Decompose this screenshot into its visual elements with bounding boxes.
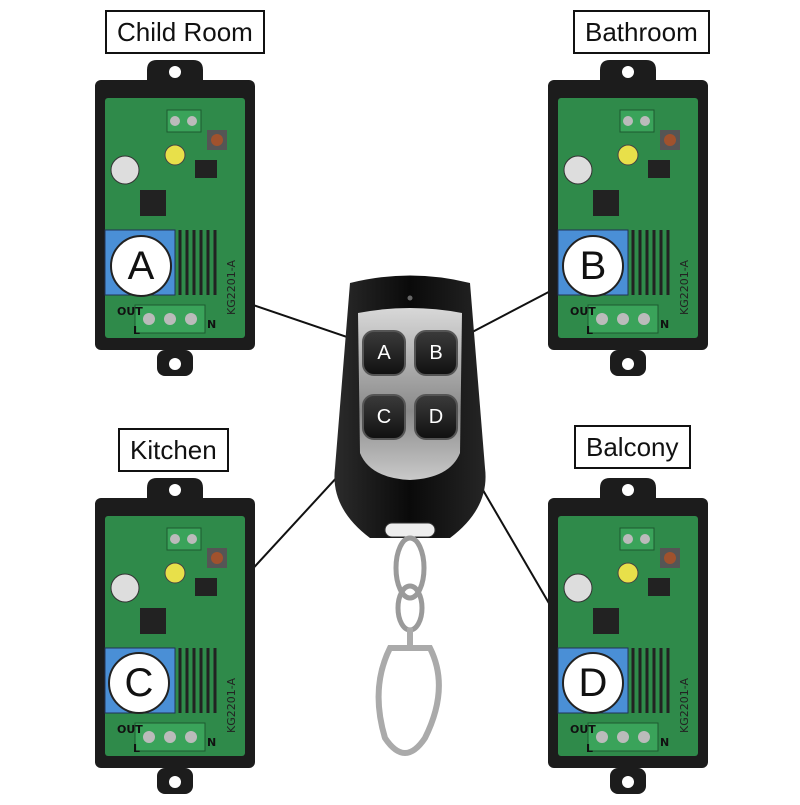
l-label: L bbox=[586, 742, 594, 755]
out-label: OUT bbox=[117, 305, 143, 318]
model-code: KG2201-A bbox=[678, 678, 691, 733]
receiver-housing bbox=[548, 478, 708, 794]
n-label: N bbox=[207, 736, 217, 749]
out-label: OUT bbox=[570, 305, 596, 318]
n-label: N bbox=[660, 318, 670, 331]
remote-control: A B C D bbox=[330, 268, 490, 800]
room-label-balcony: Balcony bbox=[574, 425, 691, 469]
model-code: KG2201-A bbox=[225, 678, 238, 733]
l-label: L bbox=[133, 742, 141, 755]
letter-badge-c: C bbox=[108, 652, 170, 714]
remote-button-c[interactable]: C bbox=[362, 394, 406, 440]
out-label: OUT bbox=[570, 723, 596, 736]
room-label-kitchen: Kitchen bbox=[118, 428, 229, 472]
receiver-module-a: OUT L N KG2201-A bbox=[95, 60, 255, 376]
remote-button-b[interactable]: B bbox=[414, 330, 458, 376]
receiver-housing bbox=[548, 60, 708, 376]
model-code: KG2201-A bbox=[678, 260, 691, 315]
remote-button-a[interactable]: A bbox=[362, 330, 406, 376]
remote-button-d[interactable]: D bbox=[414, 394, 458, 440]
receiver-housing bbox=[95, 60, 255, 376]
letter-badge-a: A bbox=[110, 235, 172, 297]
letter-badge-b: B bbox=[562, 235, 624, 297]
letter-badge-d: D bbox=[562, 652, 624, 714]
out-label: OUT bbox=[117, 723, 143, 736]
receiver-housing bbox=[95, 478, 255, 794]
receiver-module-d: OUT L N KG2201-A bbox=[548, 478, 708, 794]
receiver-module-b: OUT L N KG2201-A bbox=[548, 60, 708, 376]
n-label: N bbox=[660, 736, 670, 749]
l-label: L bbox=[133, 324, 141, 337]
n-label: N bbox=[207, 318, 217, 331]
remote-body-graphic bbox=[334, 275, 486, 756]
model-code: KG2201-A bbox=[225, 260, 238, 315]
room-label-child-room: Child Room bbox=[105, 10, 265, 54]
l-label: L bbox=[586, 324, 594, 337]
receiver-module-c: OUT L N KG2201-A bbox=[95, 478, 255, 794]
room-label-bathroom: Bathroom bbox=[573, 10, 710, 54]
